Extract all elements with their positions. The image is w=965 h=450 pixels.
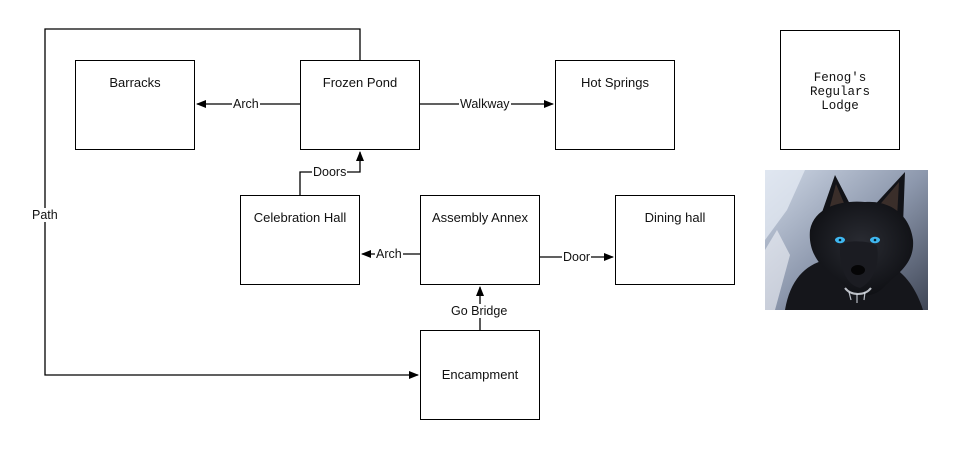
edge-label-arch-barracks: Arch xyxy=(232,97,260,111)
edge-label-door: Door xyxy=(562,250,592,264)
edge-label-walkway: Walkway xyxy=(459,97,511,111)
edge-label-path: Path xyxy=(31,208,59,222)
wolf-photo xyxy=(765,170,928,310)
node-celebration-hall[interactable]: Celebration Hall xyxy=(240,195,360,285)
edge-label-doors: Doors xyxy=(312,165,348,179)
edge-path-line xyxy=(44,28,419,379)
node-encampment[interactable]: Encampment xyxy=(420,330,540,420)
node-dining-hall[interactable]: Dining hall xyxy=(615,195,735,285)
node-assembly-annex[interactable]: Assembly Annex xyxy=(420,195,540,285)
node-hot-springs[interactable]: Hot Springs xyxy=(555,60,675,150)
edge-label-arch-celebration: Arch xyxy=(375,247,403,261)
node-frozen-pond[interactable]: Frozen Pond xyxy=(300,60,420,150)
node-lodge[interactable]: Fenog's Regulars Lodge xyxy=(780,30,900,150)
edge-label-go-bridge: Go Bridge xyxy=(450,304,509,318)
node-barracks[interactable]: Barracks xyxy=(75,60,195,150)
